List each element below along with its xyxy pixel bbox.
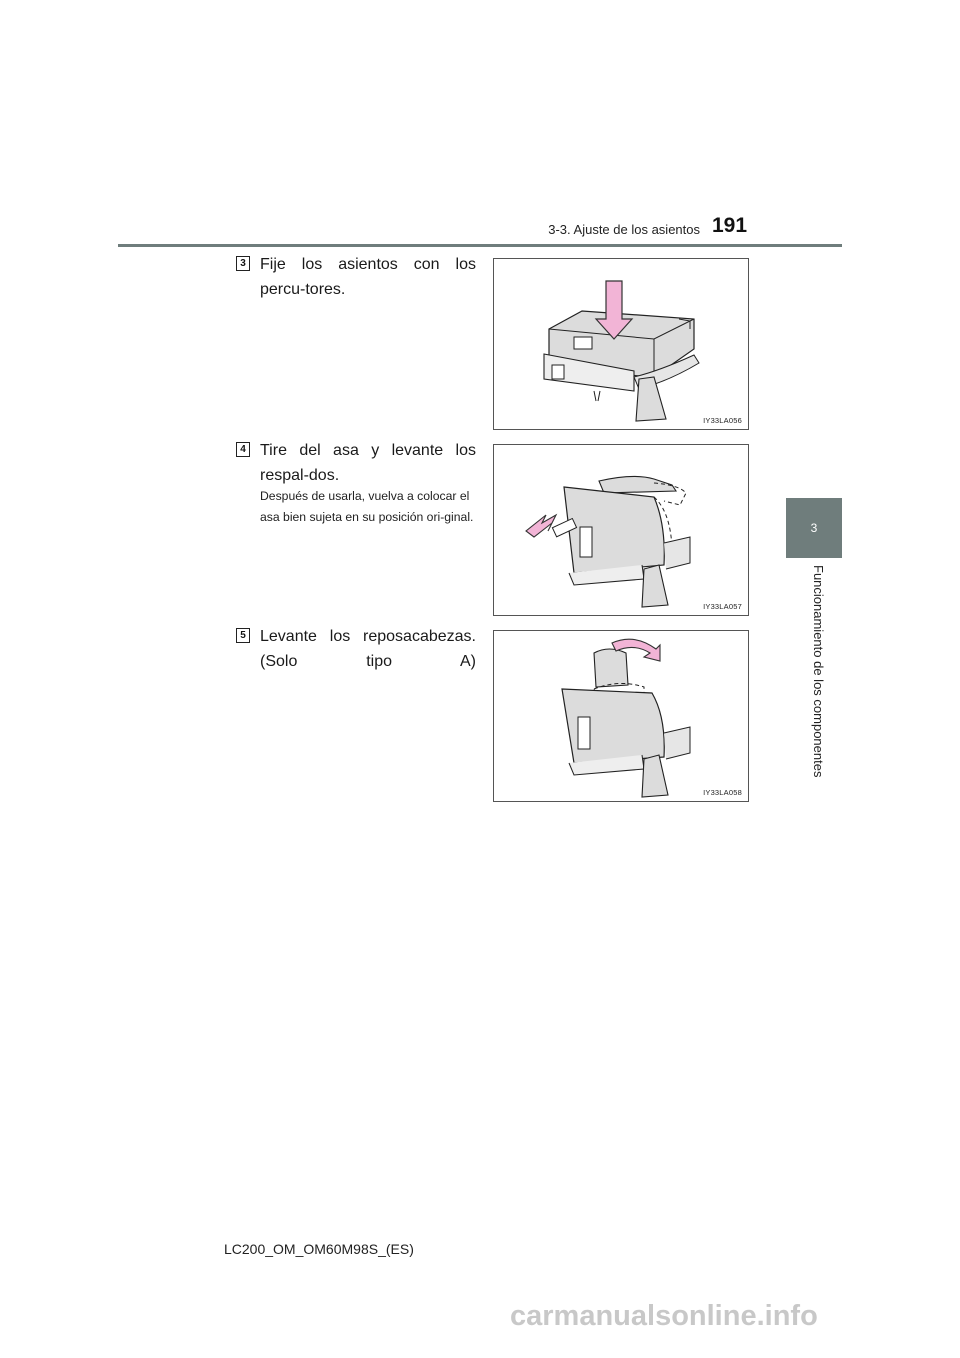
step-4-badge: 4 — [236, 442, 250, 457]
figure-seat-lock: IY33LA056 — [493, 258, 749, 430]
figure-code: IY33LA057 — [703, 602, 742, 611]
step-5-badge: 5 — [236, 628, 250, 643]
document-code: LC200_OM_OM60M98S_(ES) — [224, 1241, 414, 1257]
header-rule — [118, 244, 842, 247]
figure-headrest-raise: IY33LA058 — [493, 630, 749, 802]
figure-code: IY33LA056 — [703, 416, 742, 425]
step-4-text: Tire del asa y levante los respal-dos. — [260, 442, 476, 484]
figure-code: IY33LA058 — [703, 788, 742, 797]
section-title: 3-3. Ajuste de los asientos — [548, 222, 700, 237]
step-3-text: Fije los asientos con los percu-tores. — [260, 256, 476, 298]
chapter-title: Funcionamiento de los componentes — [811, 565, 826, 778]
page-number: 191 — [712, 214, 748, 237]
watermark: carmanualsonline.info — [510, 1300, 818, 1332]
step-3-badge: 3 — [236, 256, 250, 271]
chapter-tab: 3 — [786, 498, 842, 558]
figure-backrest-lift: IY33LA057 — [493, 444, 749, 616]
headrest-raise-illustration — [561, 638, 691, 798]
step-4-note: Después de usarla, vuelva a colocar el a… — [260, 489, 474, 524]
backrest-lift-illustration — [525, 475, 691, 608]
seat-lock-illustration — [543, 280, 700, 422]
chapter-number: 3 — [810, 521, 818, 535]
step-5-text: Levante los reposacabezas. (Solo tipo A) — [260, 628, 476, 670]
